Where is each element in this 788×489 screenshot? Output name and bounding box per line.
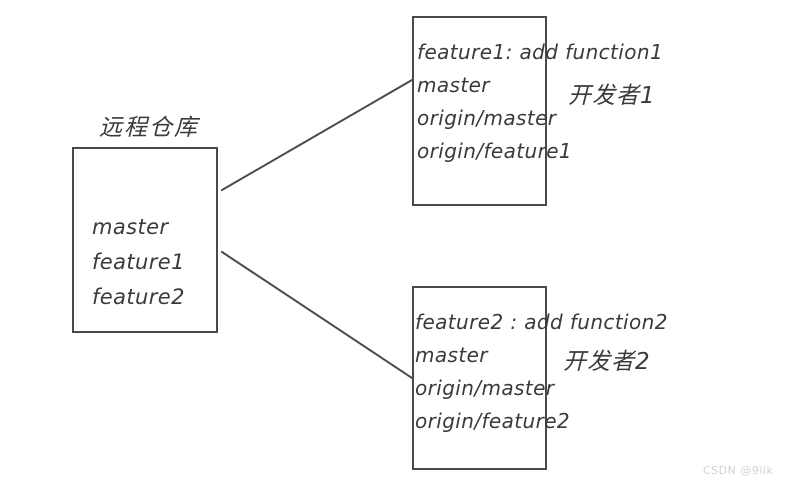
- developer1-branch-list: feature1: add function1 master origin/ma…: [417, 36, 663, 168]
- developer1-branch-item: origin/feature1: [417, 139, 573, 163]
- branch-item: feature1: [92, 250, 185, 274]
- developer2-label: 开发者2: [563, 349, 651, 375]
- branch-item: feature2: [92, 285, 185, 309]
- developer2-commit-line: feature2 : add function2: [415, 310, 668, 334]
- developer2-branch-item: origin/master: [415, 376, 555, 400]
- developer1-box: [412, 16, 547, 206]
- connector-repo-to-developer2: [220, 250, 414, 380]
- csdn-watermark: CSDN @9ilk: [703, 464, 774, 477]
- connector-repo-to-developer1: [220, 78, 414, 192]
- remote-repository-box: [72, 147, 218, 333]
- developer2-box: [412, 286, 547, 470]
- developer1-label: 开发者1: [568, 83, 656, 109]
- developer2-branch-item: master: [415, 343, 488, 367]
- developer1-commit-line: feature1: add function1: [417, 40, 664, 64]
- remote-repository-branch-list: master feature1 feature2: [92, 210, 185, 315]
- developer2-branch-list: feature2 : add function2 master origin/m…: [415, 306, 668, 438]
- branch-item: master: [92, 215, 169, 239]
- remote-repository-title: 远程仓库: [99, 115, 199, 141]
- developer1-branch-item: master: [417, 73, 490, 97]
- developer1-branch-item: origin/master: [417, 106, 557, 130]
- developer2-branch-item: origin/feature2: [415, 409, 571, 433]
